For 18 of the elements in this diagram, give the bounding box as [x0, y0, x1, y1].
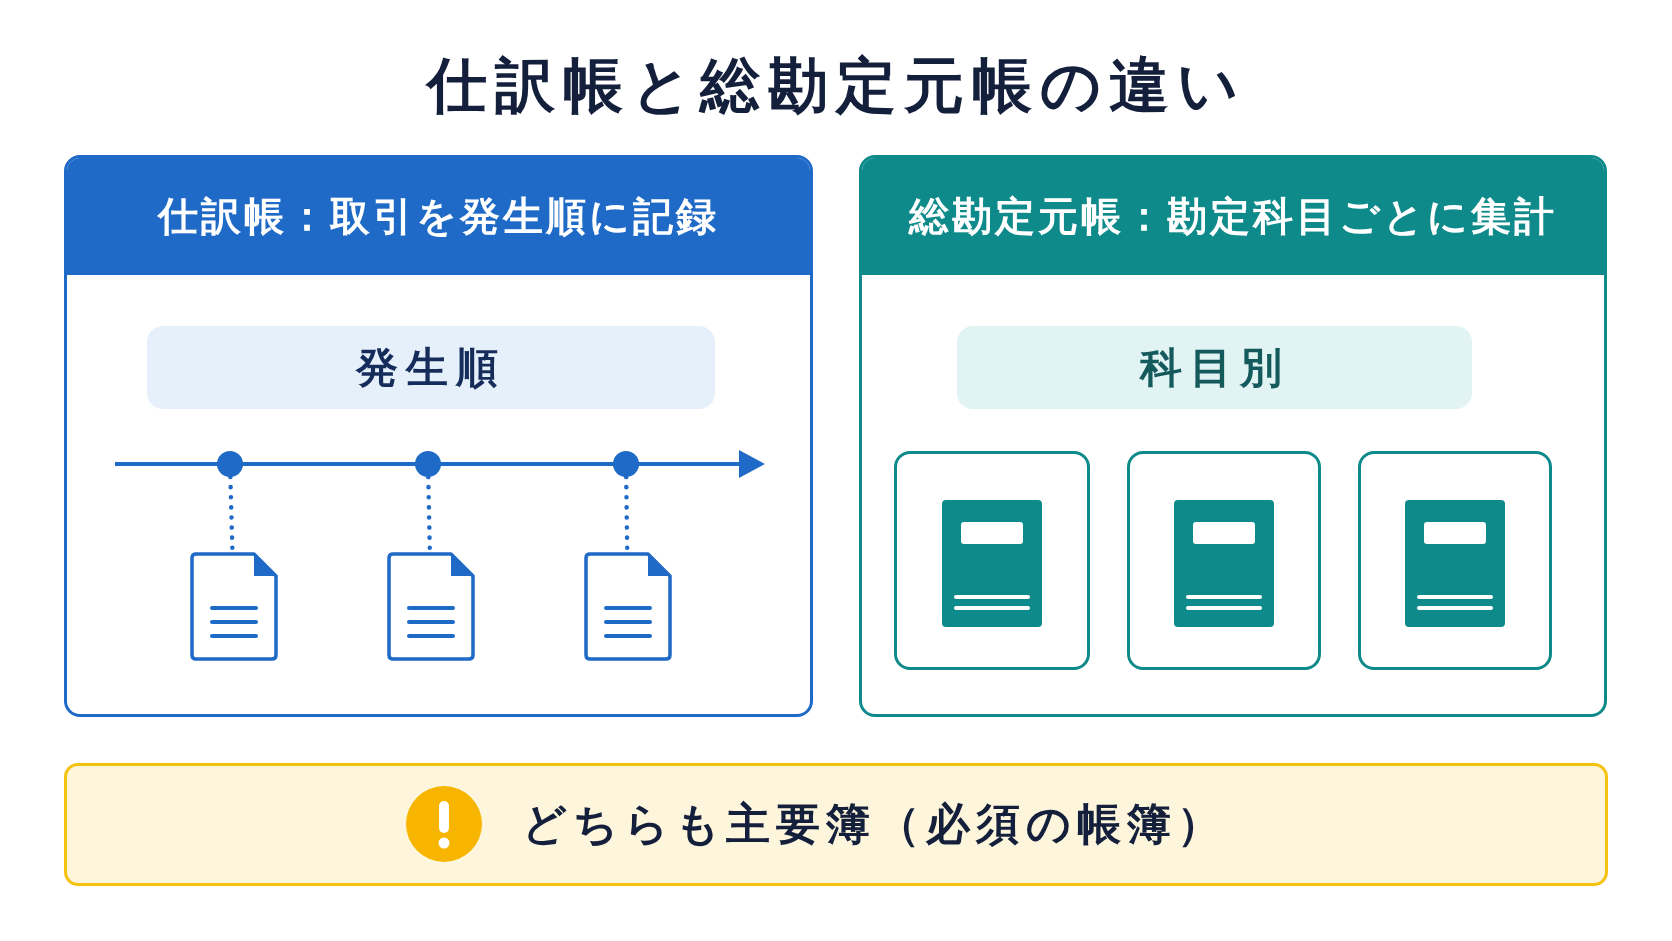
- ledger-card: [1127, 451, 1321, 670]
- note-banner: [64, 763, 1608, 886]
- heading-band: 発生順: [147, 326, 715, 409]
- timeline-dot: [415, 451, 441, 477]
- panel: [64, 155, 813, 717]
- document-icon: [584, 552, 672, 661]
- timeline-dot: [613, 451, 639, 477]
- timeline-dot: [217, 451, 243, 477]
- ledger-card: [1358, 451, 1552, 670]
- panel-header: 仕訳帳：取引を発生順に記録: [67, 158, 810, 275]
- ledger-card: [894, 451, 1090, 670]
- note-text: どちらも主要簿（必須の帳簿）: [522, 797, 1227, 851]
- panel-header: 総勘定元帳：勘定科目ごとに集計: [862, 158, 1604, 275]
- document-icon: [190, 552, 278, 661]
- document-icon: [387, 552, 475, 661]
- panel: [859, 155, 1607, 717]
- title: 仕訳帳と総勘定元帳の違い: [424, 48, 1247, 122]
- heading-band: 科目別: [957, 326, 1472, 409]
